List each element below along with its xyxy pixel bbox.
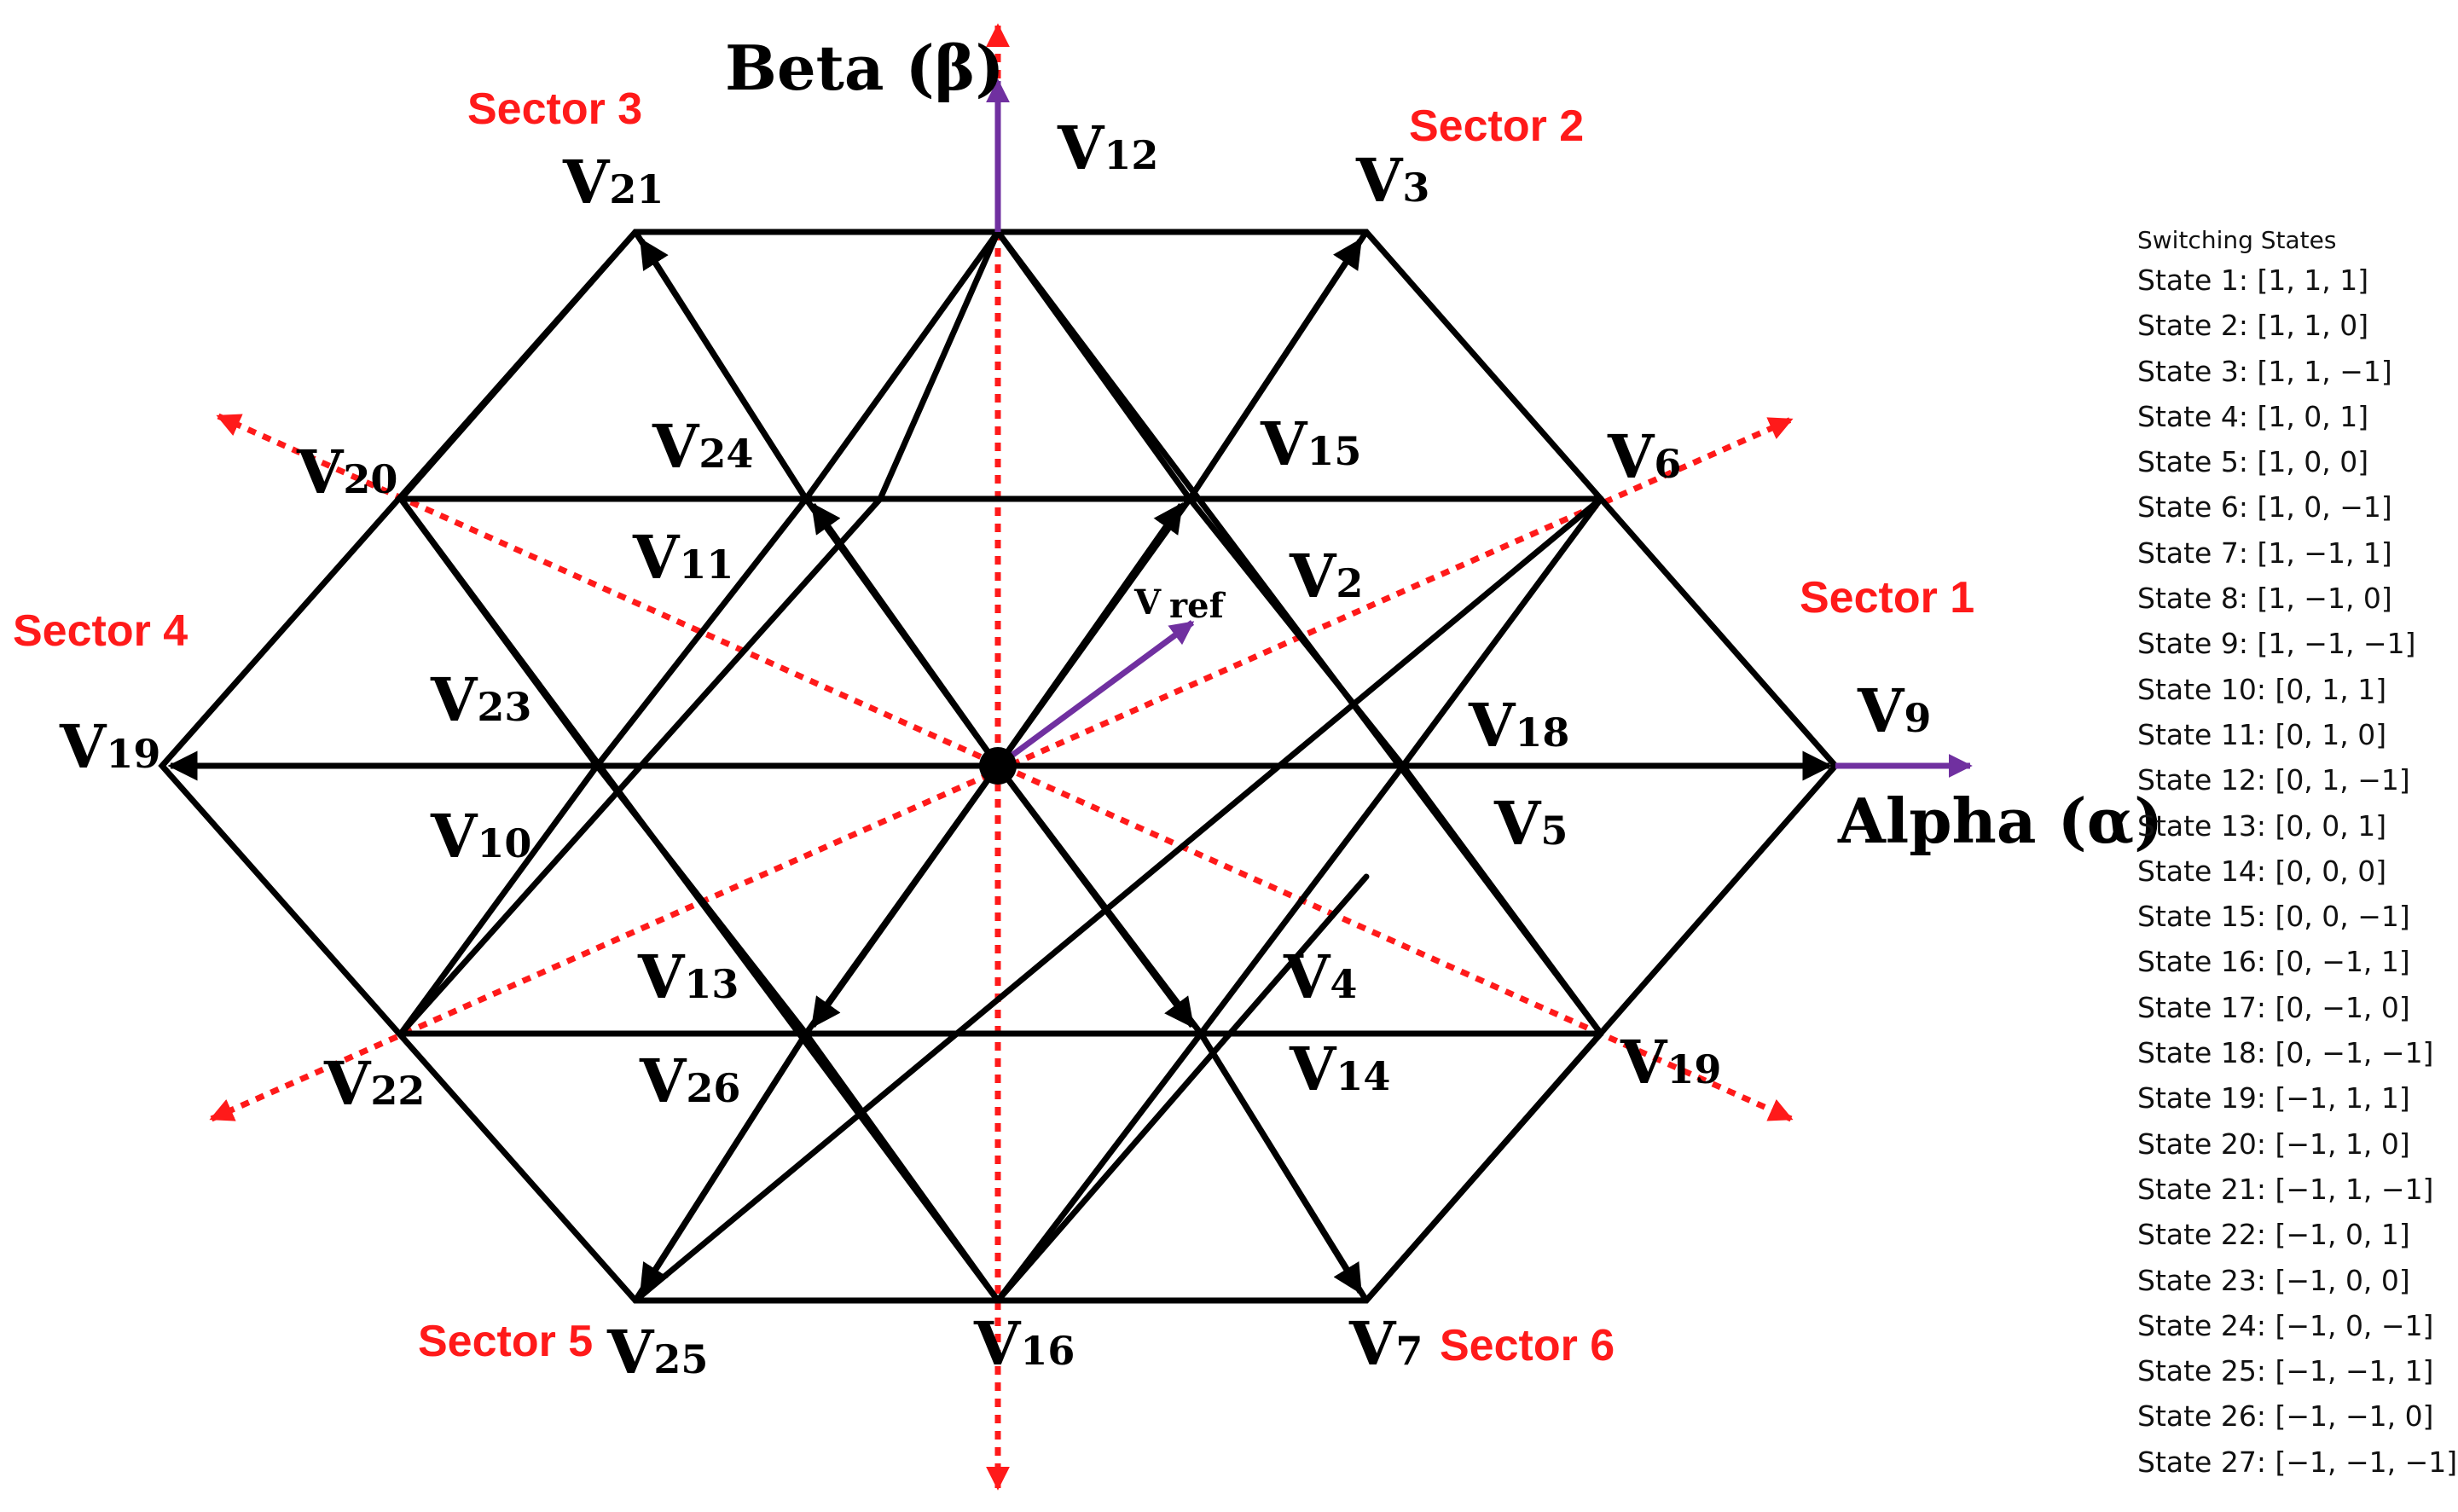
label-v10: V10 [430,801,531,872]
state-item: State 26: [−1, −1, 0] [2137,1399,2434,1434]
label-v16: V16 [973,1308,1075,1379]
state-item: State 24: [−1, 0, −1] [2137,1308,2434,1342]
label-v13: V13 [637,941,739,1012]
sector-1-label: Sector 1 [1800,573,1974,623]
arrow-v24 [810,502,1000,768]
vref-arrow [995,620,1195,768]
alpha-axis-label: Alpha (α) [1837,785,2163,857]
sector-6-label: Sector 6 [1440,1321,1615,1370]
state-item: State 6: [1, 0, −1] [2137,490,2392,524]
sector-3-label: Sector 3 [467,84,642,134]
origin-dot [979,747,1017,785]
state-item: State 23: [−1, 0, 0] [2137,1263,2410,1297]
state-item: State 14: [0, 0, 0] [2137,854,2387,888]
state-item: State 3: [1, 1, −1] [2137,354,2392,388]
label-v3: V3 [1355,145,1429,216]
state-item: State 10: [0, 1, 1] [2137,672,2387,706]
state-item: State 1: [1, 1, 1] [2137,264,2369,297]
label-v20: V20 [296,437,397,507]
state-item: State 27: [−1, −1, −1] [2137,1445,2458,1479]
label-v9: V9 [1857,675,1931,746]
state-item: State 13: [0, 0, 1] [2137,808,2387,843]
label-v19-left: V19 [59,711,160,782]
state-item: State 7: [1, −1, 1] [2137,536,2392,570]
state-item: State 18: [0, −1, −1] [2137,1036,2434,1070]
label-v21: V21 [562,147,664,217]
label-v4: V4 [1283,941,1357,1012]
state-item: State 20: [−1, 1, 0] [2137,1127,2410,1161]
label-v22: V22 [323,1048,425,1119]
state-item: State 9: [1, −1, −1] [2137,627,2416,661]
vector-labels: V12 V3 V21 V15 V6 V20 V24 V11 V2 V23 V19… [59,113,1931,1387]
state-item: State 22: [−1, 0, 1] [2137,1218,2410,1252]
label-v23: V23 [430,664,531,735]
label-v19-right: V19 [1620,1027,1721,1098]
label-v6: V6 [1607,421,1681,492]
vector-arrows [167,238,1833,1295]
label-v14: V14 [1289,1034,1390,1104]
arrow-v7 [1198,1032,1363,1295]
switching-states-panel: Switching States State 1: [1, 1, 1]State… [2137,223,2457,1485]
state-item: State 4: [1, 0, 1] [2137,399,2369,433]
arrow-v21 [639,238,809,501]
state-item: State 15: [0, 0, −1] [2137,900,2410,934]
sector-5-label: Sector 5 [418,1317,593,1366]
arrow-v25 [639,1032,809,1295]
state-item: State 11: [0, 1, 0] [2137,717,2387,751]
state-item: State 19: [−1, 1, 1] [2137,1081,2410,1115]
state-item: State 16: [0, −1, 1] [2137,945,2410,979]
state-item: State 25: [−1, −1, 1] [2137,1354,2434,1388]
arrow-v13 [810,763,1000,1028]
arrow-v3 [1187,238,1363,501]
label-v2: V2 [1289,541,1363,611]
switching-states-list: State 1: [1, 1, 1] State 2: [1, 1, 0] Stat… [2137,258,2457,1485]
label-v25: V25 [606,1317,708,1387]
beta-axis-label: Beta (β) [725,32,1005,104]
label-v12: V12 [1057,113,1158,183]
label-v26: V26 [639,1046,740,1116]
state-item: State 5: [1, 0, 0] [2137,445,2369,479]
sector-4-label: Sector 4 [13,606,188,656]
state-item: State 21: [−1, 1, −1] [2137,1172,2434,1206]
sector-2-label: Sector 2 [1409,101,1584,151]
switching-states-title: Switching States [2137,226,2337,254]
state-item: State 8: [1, −1, 0] [2137,582,2392,616]
state-item: State 12: [0, 1, −1] [2137,763,2410,797]
arrow-v4 [995,763,1195,1028]
state-item: State 17: [0, −1, 0] [2137,990,2410,1024]
label-v7: V7 [1348,1308,1423,1379]
label-v15: V15 [1260,408,1361,479]
label-v5: V5 [1493,788,1568,859]
label-v24: V24 [652,411,753,482]
label-v18: V18 [1468,690,1569,761]
purple-arrows [986,78,1973,778]
arrow-v15 [995,502,1184,768]
state-item: State 2: [1, 1, 0] [2137,309,2369,343]
label-v11: V11 [632,522,733,593]
